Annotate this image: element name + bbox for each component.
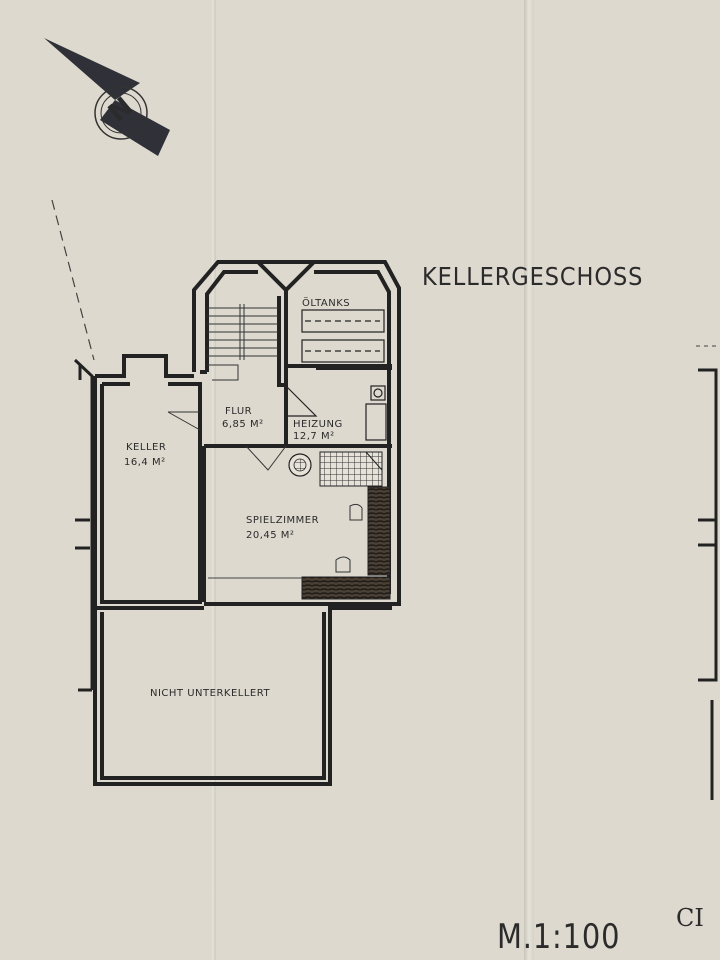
room-name-nicht-unterkellert: NICHT UNTERKELLERT xyxy=(150,688,271,699)
building-walls xyxy=(93,260,401,786)
room-fixtures xyxy=(208,451,391,600)
room-name-heizung: HEIZUNG xyxy=(293,419,343,430)
room-area-heizung: 12,7 M² xyxy=(293,431,335,442)
room-area-flur: 6,85 M² xyxy=(222,419,264,430)
neighbour-wall-right xyxy=(698,368,718,800)
neighbour-wall-left xyxy=(73,358,94,692)
plan-title: KELLERGESCHOSS xyxy=(422,262,644,291)
staircase xyxy=(207,304,279,381)
scale-label: M.1:100 xyxy=(497,917,621,957)
door-swings xyxy=(167,411,287,471)
property-line xyxy=(51,199,95,361)
room-name-spielzimmer: SPIELZIMMER xyxy=(246,515,320,526)
room-name-oeltanks: ÖLTANKS xyxy=(302,298,351,309)
heating-boiler xyxy=(285,385,387,441)
room-area-spielzimmer: 20,45 M² xyxy=(246,530,295,541)
oil-tanks xyxy=(301,309,385,363)
room-area-keller: 16,4 M² xyxy=(124,457,166,468)
watermark-logo: CI xyxy=(676,904,704,932)
fold-line xyxy=(524,0,534,960)
room-name-keller: KELLER xyxy=(126,442,167,453)
room-name-flur: FLUR xyxy=(225,406,253,417)
north-arrow-icon xyxy=(44,38,170,156)
fold-line xyxy=(212,0,216,960)
